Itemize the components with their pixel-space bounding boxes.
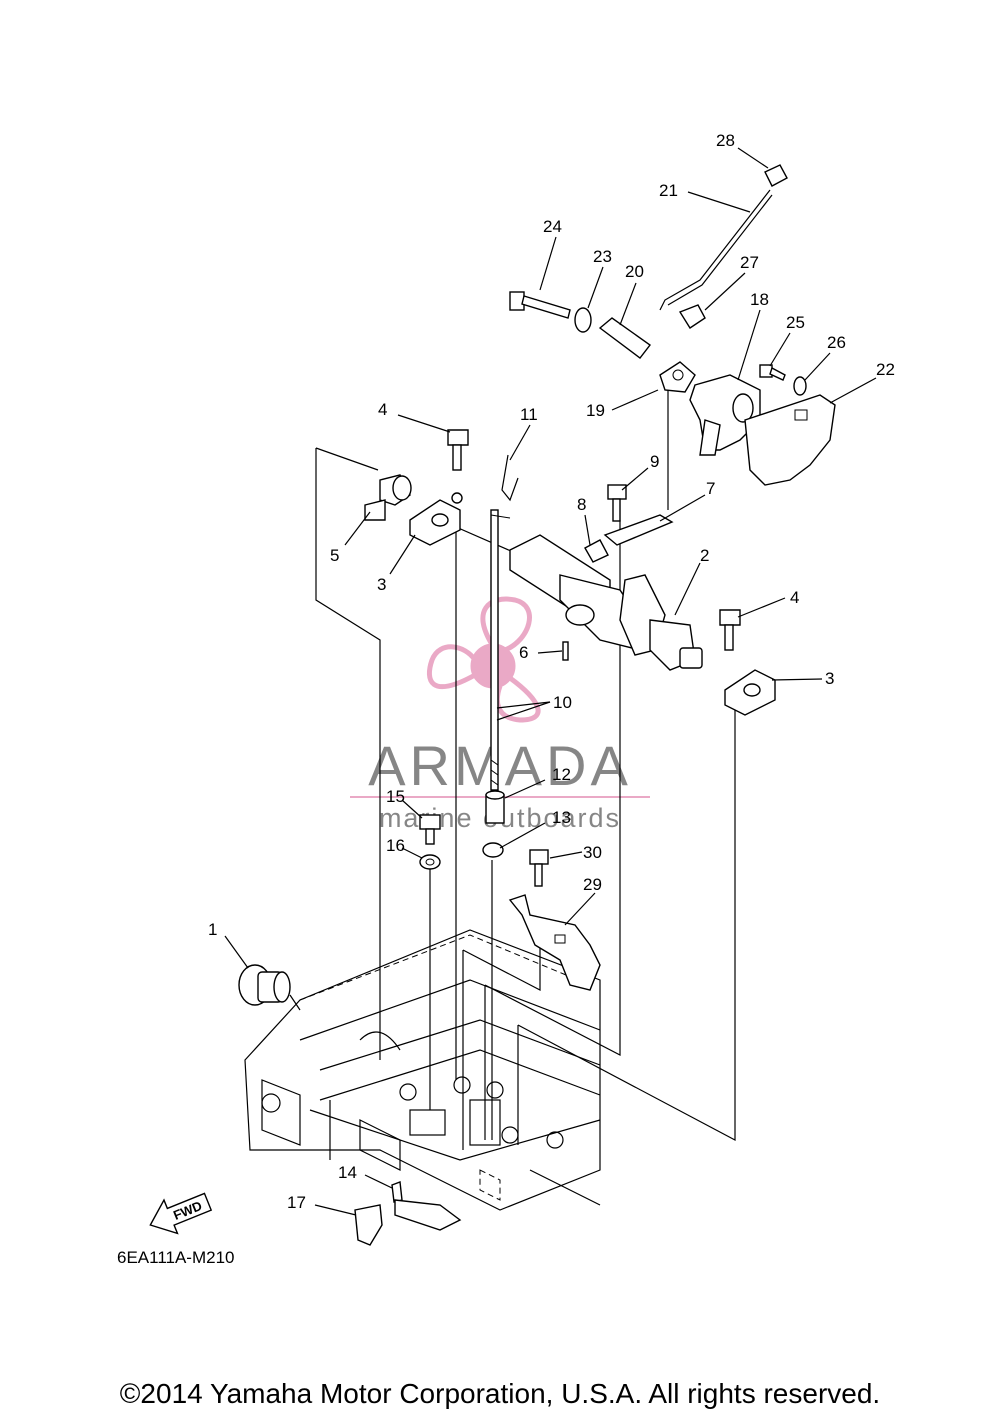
callout-18: 18 [750,290,769,309]
callout-1: 1 [208,920,217,939]
callout-29: 29 [583,875,602,894]
part-10-shift-rod[interactable] [490,509,511,791]
part-6-pin[interactable] [562,641,569,661]
callout-25: 25 [786,313,805,332]
watermark-brand: ARMADA [368,734,632,797]
part-9-bolt[interactable] [607,484,627,522]
bottom-cowling [244,929,601,1211]
callout-22: 22 [876,360,895,379]
part-12-collar[interactable] [485,790,505,824]
part-3-collar-left[interactable] [409,492,463,546]
callout-7: 7 [706,479,715,498]
callout-21: 21 [659,181,678,200]
callout-14: 14 [338,1163,357,1182]
part-4-bolt-right[interactable] [719,609,741,651]
callout-28: 28 [716,131,735,150]
part-21-link-rod[interactable] [659,189,773,311]
part-4-bolt-left[interactable] [447,429,469,471]
callout-6: 6 [519,643,528,662]
part-5-bushing[interactable] [364,474,412,521]
callout-4-right: 4 [790,588,799,607]
callout-8: 8 [577,495,586,514]
callout-30: 30 [583,843,602,862]
copyright-notice: ©2014 Yamaha Motor Corporation, U.S.A. A… [119,1378,881,1409]
callout-2: 2 [700,546,709,565]
part-17-clip[interactable] [354,1204,383,1246]
callout-11: 11 [520,405,538,424]
part-30-bolt[interactable] [529,849,549,887]
part-15-bolt[interactable] [419,814,441,845]
callout-24: 24 [543,217,562,236]
callout-15: 15 [386,787,405,806]
callout-3-left: 3 [377,575,386,594]
callout-23: 23 [593,247,612,266]
part-1-grommet[interactable] [238,964,301,1011]
callout-27: 27 [740,253,759,272]
part-16-washer[interactable] [419,854,441,870]
part-27-joint[interactable] [678,304,706,329]
callout-19: 19 [586,401,605,420]
callout-3-right: 3 [825,669,834,688]
part-22-bracket[interactable] [744,394,836,486]
part-28-cap[interactable] [764,164,788,187]
part-29-bracket[interactable] [508,894,601,991]
part-14-clamp[interactable] [391,1181,462,1231]
callout-26: 26 [827,333,846,352]
part-19-bracket[interactable] [659,361,696,393]
callout-16: 16 [386,836,405,855]
callout-10: 10 [553,693,572,712]
callout-5: 5 [330,546,339,565]
part-3-collar-right[interactable] [724,669,776,716]
part-11-clip[interactable] [501,454,519,502]
part-8-clip[interactable] [584,539,609,563]
propeller-icon [426,596,541,723]
callout-13: 13 [552,808,571,827]
callout-17: 17 [287,1193,306,1212]
part-23-washer[interactable] [574,307,592,333]
alignment-lines [315,370,736,1150]
fwd-arrow-icon: FWD [149,1192,213,1235]
callout-12: 12 [552,765,571,784]
part-25-screw[interactable] [759,364,786,381]
callout-leaders [224,147,877,1216]
callout-9: 9 [650,452,659,471]
part-26-washer[interactable] [793,376,807,396]
callout-4-left: 4 [378,400,387,419]
part-18-lever[interactable] [689,374,761,456]
callout-20: 20 [625,262,644,281]
part-20-collar[interactable] [598,317,651,359]
part-2-shift-shaft[interactable] [509,534,703,671]
part-13-nut[interactable] [482,842,504,858]
drawing-code: 6EA111A-M210 [117,1248,235,1267]
callout-labels: 1 2 3 3 4 4 5 6 7 8 9 10 11 12 13 14 15 … [208,131,895,1212]
part-7-plate[interactable] [603,514,674,546]
part-24-bolt[interactable] [509,291,571,319]
